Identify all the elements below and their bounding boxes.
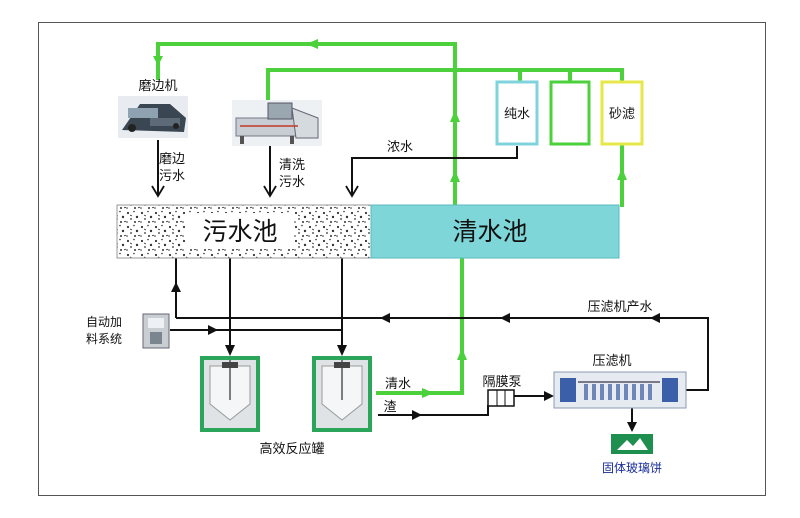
grinder-wastewater-label-2: 污水 <box>159 169 185 184</box>
middle-filter-box <box>549 80 591 146</box>
clean-water-out-label: 清水 <box>385 377 411 392</box>
green-arrows <box>153 39 627 398</box>
wash-wastewater-label-2: 污水 <box>279 175 305 190</box>
wash-wastewater-label-1: 清洗 <box>279 158 305 173</box>
clean-tank <box>370 204 620 259</box>
pure-water-box <box>495 80 539 146</box>
solid-cake-icon <box>611 434 653 454</box>
reactor-tank-right <box>312 356 372 432</box>
edge-grinder-machine <box>118 96 188 138</box>
clean-tank-label: 清水池 <box>452 217 527 246</box>
solid-cake-label: 固体玻璃饼 <box>602 461 662 475</box>
reactor-label: 高效反应罐 <box>259 441 324 457</box>
sand-filter-label: 砂滤 <box>609 107 635 122</box>
sludge-out-label: 渣 <box>383 400 396 415</box>
black-arrows <box>151 185 660 432</box>
washing-machine <box>232 100 322 146</box>
diaphragm-pump-label: 隔膜泵 <box>482 375 521 390</box>
sand-filter-box <box>600 80 644 146</box>
pure-water-label: 纯水 <box>504 107 530 122</box>
concentrate-label: 浓水 <box>387 140 413 155</box>
edge-grinder-label: 磨边机 <box>138 79 177 94</box>
auto-dosing-label-2: 料系统 <box>86 332 122 346</box>
reactor-tank-left <box>200 356 260 432</box>
sewage-tank-label: 污水池 <box>202 217 277 246</box>
filter-press-machine <box>553 371 687 409</box>
grinder-wastewater-label-1: 磨边 <box>159 152 185 167</box>
filter-press-water-label: 压滤机产水 <box>587 300 652 315</box>
diaphragm-pump <box>487 389 515 407</box>
filter-press-label: 压滤机 <box>592 354 631 369</box>
auto-dosing-label-1: 自动加 <box>86 315 122 329</box>
auto-dosing-unit <box>142 313 170 349</box>
sewage-tank-label-bg <box>186 213 294 249</box>
